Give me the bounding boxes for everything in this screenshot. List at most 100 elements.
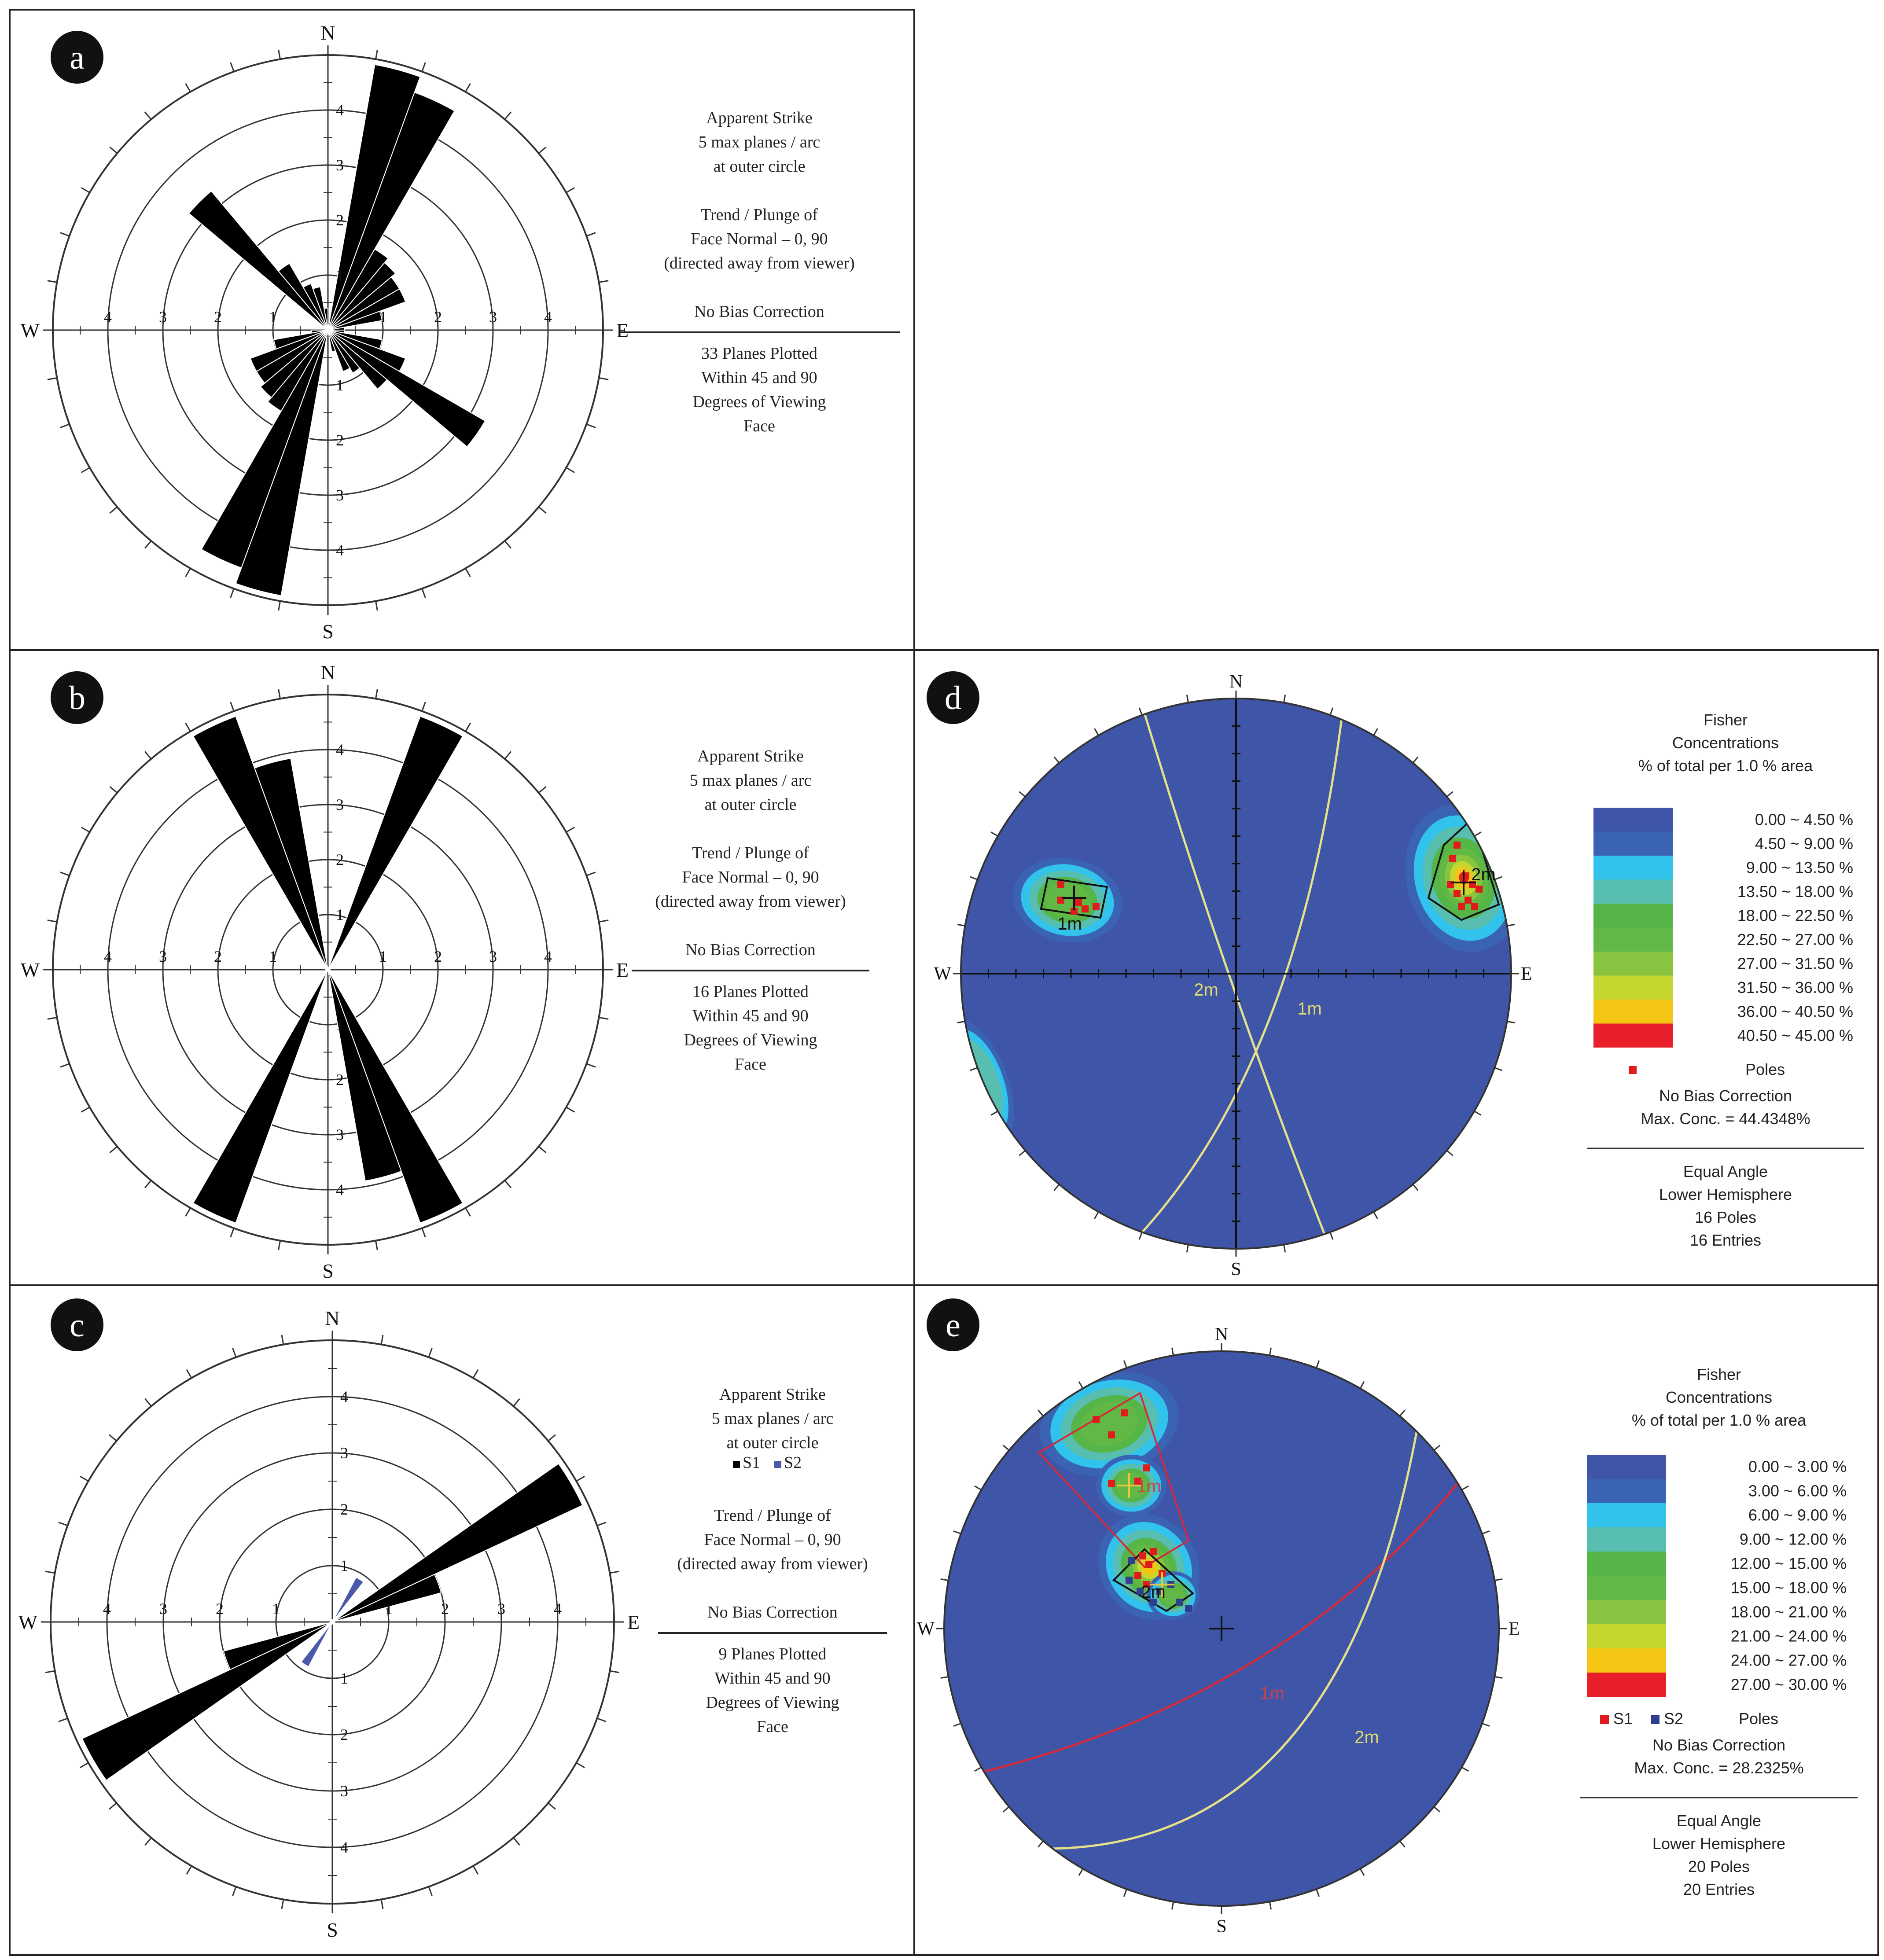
rose-petal — [254, 758, 328, 970]
ring-label-north: 2 — [340, 1500, 348, 1518]
pole — [1145, 1561, 1152, 1568]
outer-tick — [60, 423, 70, 428]
info-line: Within 45 and 90 — [701, 368, 817, 387]
net-tick — [957, 923, 965, 927]
rose-petal — [192, 969, 328, 1224]
pole — [1150, 1599, 1157, 1606]
net-tick — [970, 876, 978, 880]
pole — [1134, 1572, 1141, 1579]
net-tick — [1359, 1381, 1365, 1389]
ring-label-east: 3 — [489, 948, 497, 965]
pole — [1057, 881, 1064, 888]
outer-tick — [278, 601, 281, 611]
compass-w: W — [21, 319, 40, 342]
net-label: 1m — [1297, 999, 1322, 1019]
legend-swatch — [1587, 1648, 1666, 1673]
outer-tick — [596, 1522, 607, 1526]
s2-swatch — [774, 1461, 781, 1468]
outer-tick — [186, 1369, 192, 1379]
outer-tick — [504, 111, 512, 120]
outer-tick — [47, 377, 57, 380]
rose-petal — [302, 283, 328, 331]
outer-tick — [610, 1670, 620, 1673]
outer-tick — [538, 1146, 547, 1154]
ring-label-east: 1 — [379, 308, 387, 326]
outer-tick — [465, 568, 471, 577]
outer-tick — [60, 232, 70, 237]
outer-tick — [232, 1886, 237, 1896]
compass-e: E — [1509, 1619, 1520, 1639]
outer-tick — [586, 1063, 596, 1068]
info-line: Face Normal – 0, 90 — [682, 868, 819, 886]
net-tick — [1461, 1766, 1469, 1772]
rose-petal — [235, 330, 328, 596]
net-tick — [1433, 1445, 1441, 1451]
legend-swatch — [1593, 856, 1673, 880]
poles-label: Poles — [1745, 1060, 1785, 1078]
net-tick — [1359, 1868, 1365, 1876]
pole — [1139, 1552, 1146, 1559]
ring-label-west: 2 — [216, 1600, 224, 1618]
net-tick — [1494, 1578, 1503, 1581]
outer-tick — [375, 1240, 378, 1250]
net-tick — [1171, 1901, 1174, 1910]
ring-label-west: 4 — [104, 308, 112, 326]
net-tick — [1412, 1184, 1419, 1191]
ring-label-south: 2 — [336, 431, 344, 449]
legend-swatch — [1587, 1552, 1666, 1576]
legend-swatch — [1593, 1000, 1673, 1024]
net-tick — [940, 1578, 949, 1581]
legend-bin-label: 9.00 ~ 13.50 % — [1746, 858, 1853, 876]
pole — [1150, 1548, 1157, 1555]
legend-footer: 20 Poles — [1688, 1857, 1750, 1875]
net-tick — [1461, 1485, 1469, 1491]
net-tick — [1038, 1840, 1044, 1848]
pole — [1128, 1557, 1135, 1564]
s1-swatch — [733, 1461, 740, 1468]
panel-badge-letter: c — [70, 1307, 85, 1344]
legend-bin-label: 9.00 ~ 12.00 % — [1740, 1530, 1847, 1548]
ring-label-west: 3 — [159, 308, 167, 326]
info-line: 5 max planes / arc — [690, 771, 811, 790]
outer-tick — [586, 232, 596, 237]
net-label: 1m — [1137, 1477, 1161, 1496]
outer-tick — [60, 1063, 70, 1068]
ring-label-east: 3 — [497, 1600, 505, 1618]
pole — [1465, 897, 1472, 904]
net-label: 2m — [1354, 1728, 1379, 1747]
net-tick — [1171, 1347, 1174, 1356]
info-line: Face Normal – 0, 90 — [704, 1530, 841, 1549]
net-tick — [1283, 695, 1286, 703]
outer-tick — [465, 83, 471, 92]
panel-badge — [927, 671, 979, 724]
pole — [1126, 1577, 1133, 1584]
outer-tick — [281, 1899, 284, 1909]
legend-swatch — [1593, 831, 1673, 856]
pole — [1476, 886, 1483, 893]
s1-swatch — [1600, 1715, 1609, 1724]
compass-n: N — [320, 661, 335, 684]
net-tick — [1038, 1409, 1044, 1417]
compass-w: W — [934, 964, 951, 984]
net-tick — [1138, 1232, 1143, 1240]
legend-footer: 16 Poles — [1695, 1208, 1756, 1226]
net-tick — [1186, 1244, 1189, 1253]
rose-petal — [278, 263, 328, 331]
net-tick — [1078, 1868, 1084, 1876]
poles-label: Poles — [1739, 1710, 1778, 1728]
rose-petal — [327, 330, 486, 448]
legend-footer: 16 Entries — [1690, 1231, 1761, 1249]
panel-badge-letter: e — [946, 1307, 960, 1344]
outer-tick — [109, 1146, 118, 1154]
outer-tick — [380, 1335, 384, 1345]
outer-tick — [79, 1475, 89, 1482]
ring-label-east: 1 — [379, 948, 387, 965]
net-tick — [1494, 876, 1502, 880]
rose-petal — [311, 330, 328, 334]
rose-petal-s2 — [300, 1622, 333, 1668]
outer-tick — [375, 601, 378, 611]
outer-tick — [599, 919, 609, 923]
